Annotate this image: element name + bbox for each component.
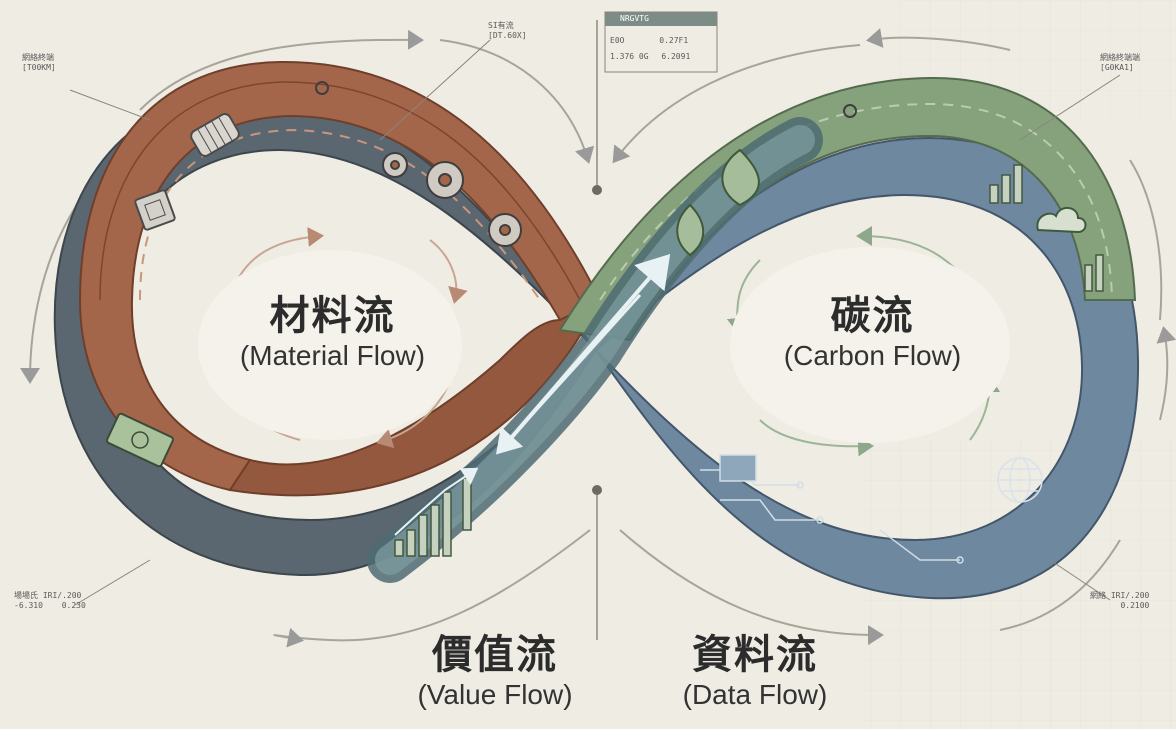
annotation-top-left: 網絡終端 [T00KM] xyxy=(22,52,56,72)
material-flow-en: (Material Flow) xyxy=(239,340,426,371)
value-flow-label: 價值流 (Value Flow) xyxy=(395,632,595,712)
annotation-top-left-sub: [T00KM] xyxy=(22,63,56,72)
annotation-bottom-right-value: 0.2100 xyxy=(1120,601,1150,610)
top-box-row1-value: 0.27F1 xyxy=(659,36,689,45)
annotation-bottom-left-a: -6.310 xyxy=(14,601,43,610)
gear-icon xyxy=(382,152,522,247)
material-flow-zh: 材料流 xyxy=(269,293,396,339)
top-box-row2: 1.376 0G 6.2091 xyxy=(610,52,690,61)
annotation-top-left-title: 網絡終端 xyxy=(22,53,54,62)
outer-guide-arrows xyxy=(20,28,1176,648)
annotation-top-right-sub: [G0KA1] xyxy=(1100,63,1134,72)
annotation-top-center-title: SI有流 xyxy=(488,21,514,30)
annotation-bottom-right: 網絡 IRI/.200 0.2100 xyxy=(1090,590,1149,610)
annotation-bottom-right-title: 網絡 IRI/.200 xyxy=(1090,591,1150,600)
top-box-row1-label: E0O xyxy=(610,36,625,45)
top-box-row2-label: 1.376 0G xyxy=(610,52,649,61)
data-flow-en: (Data Flow) xyxy=(682,679,828,710)
material-flow-band-lower xyxy=(228,297,603,497)
carbon-flow-en: (Carbon Flow) xyxy=(783,340,962,371)
material-flow-band xyxy=(78,60,602,492)
left-loop-center xyxy=(198,250,462,440)
value-flow-en: (Value Flow) xyxy=(417,679,573,710)
carbon-flow-label: 碳流 (Carbon Flow) xyxy=(760,293,985,373)
annotation-top-right-title: 網絡終端端 xyxy=(1100,53,1140,62)
data-flow-band xyxy=(594,136,1140,600)
data-flow-label: 資料流 (Data Flow) xyxy=(655,632,855,712)
carbon-flow-zh: 碳流 xyxy=(830,293,915,339)
carbon-flow-band xyxy=(558,76,1137,342)
top-box-title: NRGVTG xyxy=(620,14,649,23)
top-box-header xyxy=(605,12,717,26)
annotation-bottom-left: 場場氏 IRI/.200 -6.310 0.230 xyxy=(14,590,86,610)
value-flow-zh: 價值流 xyxy=(432,632,558,678)
top-box-row1: E0O 0.27F1 xyxy=(610,36,688,45)
top-box-row2-value: 6.2091 xyxy=(661,52,691,61)
top-box-frame xyxy=(604,11,718,73)
cloud-icon xyxy=(1036,207,1087,234)
circuit-icon xyxy=(700,454,964,564)
central-arrow-down xyxy=(495,293,642,455)
data-flow-zh: 資料流 xyxy=(692,632,818,678)
motor-icon xyxy=(190,113,240,157)
material-flow-label: 材料流 (Material Flow) xyxy=(220,293,445,373)
leaf-icon xyxy=(676,148,760,257)
money-icon xyxy=(106,412,174,468)
annotation-bottom-left-title: 場場氏 IRI/.200 xyxy=(14,591,82,600)
annotation-top-center: SI有流 [DT.60X] xyxy=(488,20,527,40)
chip-icon xyxy=(134,189,176,231)
annotation-bottom-left-b: 0.230 xyxy=(61,601,86,610)
right-loop-center xyxy=(730,247,1010,443)
globe-icon xyxy=(997,457,1043,503)
annotation-top-right: 網絡終端端 [G0KA1] xyxy=(1100,52,1140,72)
annotation-top-center-sub: [DT.60X] xyxy=(488,31,527,40)
bar-chart-icon xyxy=(394,164,1104,557)
